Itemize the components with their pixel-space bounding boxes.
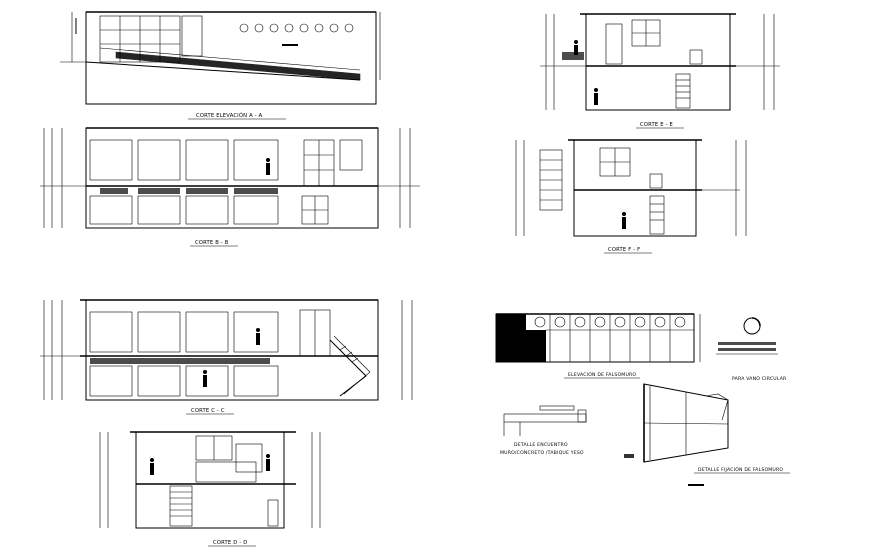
section-b-b: CORTE B - B [40, 127, 420, 247]
section-e-title: CORTE E - E [640, 122, 673, 128]
fijacion-title: DETALLE FIJACIÓN DE FALSOMURO [698, 466, 783, 473]
section-c-c: CORTE C - C [40, 299, 413, 415]
section-d-d: CORTE D - D [99, 431, 321, 547]
section-b-title: CORTE B - B [195, 240, 229, 246]
ramp [60, 47, 361, 81]
section-c-title: CORTE C - C [191, 408, 225, 414]
encuentro-detail: DETALLE ENCUENTRO MURO/CONCRETO /TABIQUE… [500, 405, 587, 456]
section-f-f: CORTE F - F [515, 139, 747, 254]
stair [329, 335, 371, 397]
section-e-e: CORTE E - E [540, 13, 780, 129]
falsomuro-elevation: ELEVACIÓN DE FALSOMURO [495, 313, 701, 379]
falsomuro-title: ELEVACIÓN DE FALSOMURO [568, 371, 636, 378]
section-a-title: CORTE ELEVACIÓN A - A [196, 112, 263, 119]
encuentro-title-1: DETALLE ENCUENTRO [514, 442, 568, 448]
section-f-title: CORTE F - F [608, 247, 640, 253]
section-a-a: CORTE ELEVACIÓN A - A [60, 11, 381, 120]
section-d-title: CORTE D - D [213, 540, 247, 546]
vano-circular-title: PARA VANO CIRCULAR [732, 376, 787, 382]
vano-circular-detail: PARA VANO CIRCULAR [716, 317, 787, 382]
encuentro-title-2: MURO/CONCRETO /TABIQUE YESO [500, 450, 584, 456]
fijacion-detail: DETALLE FIJACIÓN DE FALSOMURO [624, 383, 790, 486]
circular-openings [239, 23, 354, 33]
